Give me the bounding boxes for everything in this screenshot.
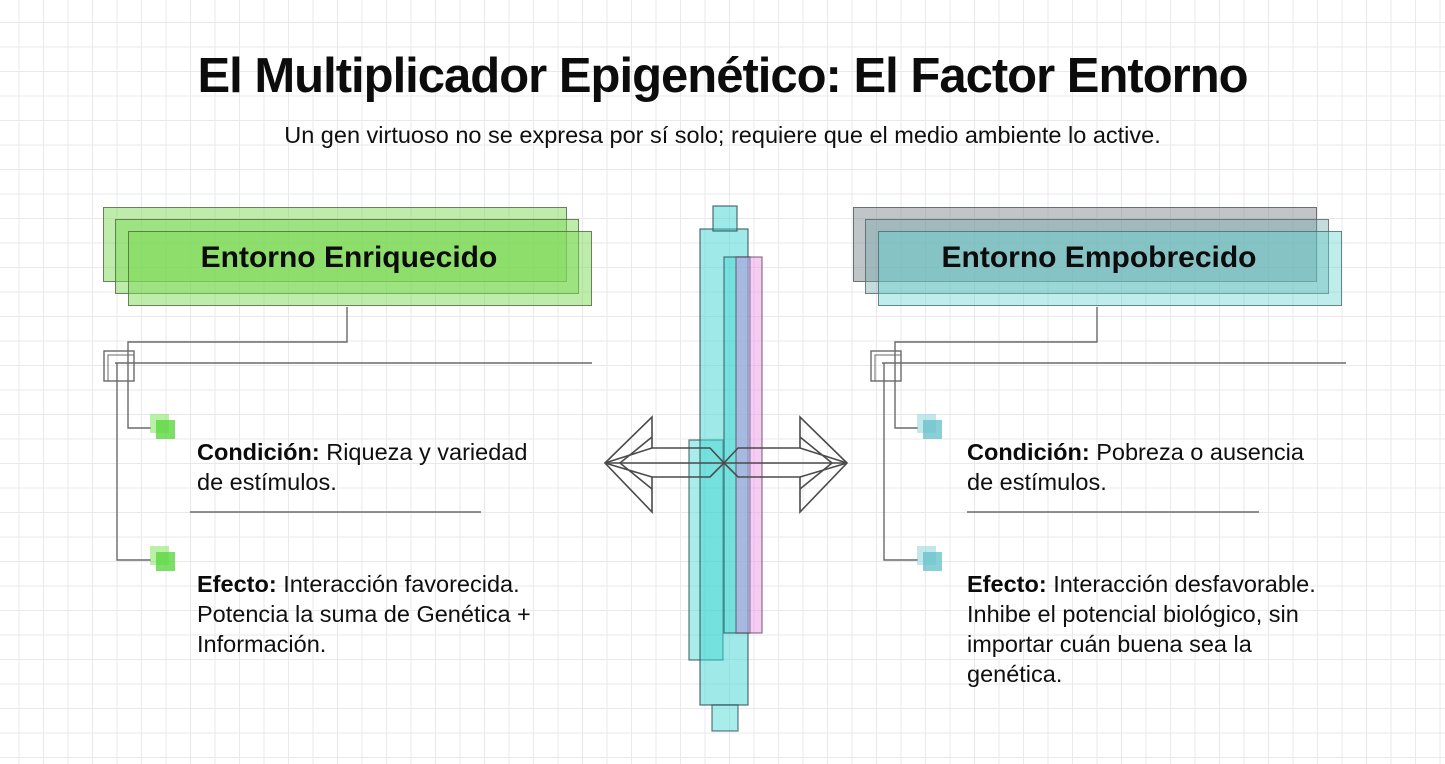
left-item2-line xyxy=(116,363,151,561)
impoverished-effect-text: Efecto: Interacción desfavorable. Inhibe… xyxy=(967,569,1347,689)
arrow-right-spokes xyxy=(799,447,848,478)
right-node-square-inner-icon xyxy=(874,354,902,382)
enriched-header-label: Entorno Enriquecido xyxy=(200,241,498,274)
enriched-effect-label: Efecto: xyxy=(197,570,277,597)
impoverished-condition-label: Condición: xyxy=(967,438,1090,465)
enriched-condition-label: Condición: xyxy=(197,438,320,465)
page-title: El Multiplicador Epigenético: El Factor … xyxy=(197,49,1248,103)
enriched-effect-text: Efecto: Interacción favorecida. Potencia… xyxy=(197,569,565,659)
right-connector-lines xyxy=(870,307,1346,561)
impoverished-box-layer-front xyxy=(878,231,1342,306)
impoverished-condition-bullet-icon xyxy=(917,414,943,440)
left-node-square-inner-icon xyxy=(107,354,135,382)
enriched-header-box: Entorno Enriquecido xyxy=(103,207,595,309)
pink-bar-icon xyxy=(735,256,763,634)
left-connector-lines xyxy=(103,307,592,561)
impoverished-effect-body: Interacción desfavorable. Inhibe el pote… xyxy=(967,570,1316,687)
left-box-to-item1-line xyxy=(127,307,348,429)
arrow-left-inner-chevron xyxy=(618,436,653,490)
impoverished-header-box: Entorno Empobrecido xyxy=(853,207,1345,309)
arrow-right-outline xyxy=(722,415,849,514)
enriched-box-layer-front xyxy=(128,231,592,306)
enriched-condition-body: Riqueza y variedad de estímulos. xyxy=(197,438,528,495)
bullet-front-square xyxy=(156,420,175,439)
cyan-cap-top-icon xyxy=(712,205,738,232)
impoverished-header-label: Entorno Empobrecido xyxy=(941,241,1257,274)
center-bars-figure xyxy=(688,205,763,732)
enriched-condition-text: Condición: Riqueza y variedad de estímul… xyxy=(197,437,557,497)
enriched-effect-body: Interacción favorecida. Potencia la suma… xyxy=(197,570,531,657)
page-subtitle: Un gen virtuoso no se expresa por sí sol… xyxy=(284,122,1161,148)
bullet-front-square xyxy=(156,552,175,571)
cyan-cap-bottom-icon xyxy=(711,704,739,732)
bullet-front-square xyxy=(923,420,942,439)
enriched-condition-bullet-icon xyxy=(150,414,176,440)
arrow-left-spokes xyxy=(604,447,653,478)
arrow-right-inner-chevron xyxy=(799,436,834,490)
impoverished-effect-bullet-icon xyxy=(917,546,943,572)
impoverished-condition-text: Condición: Pobreza o ausencia de estímul… xyxy=(967,437,1329,497)
bullet-front-square xyxy=(923,552,942,571)
right-box-to-item1-line xyxy=(894,307,1098,429)
enriched-effect-bullet-icon xyxy=(150,546,176,572)
right-item2-line xyxy=(883,363,918,561)
impoverished-condition-body: Pobreza o ausencia de estímulos. xyxy=(967,438,1304,495)
impoverished-effect-label: Efecto: xyxy=(967,570,1047,597)
double-arrow-icon xyxy=(603,415,849,514)
